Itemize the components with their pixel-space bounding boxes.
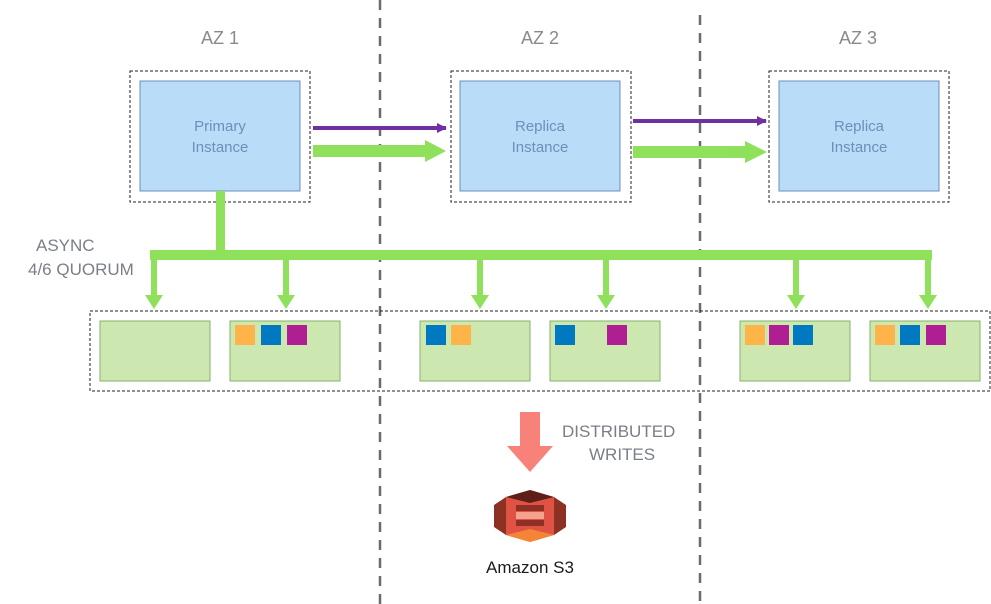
storage-segment-3 (419, 320, 531, 382)
instance-container-3 (768, 70, 950, 203)
distributed-writes-label-1: DISTRIBUTED (562, 422, 675, 441)
az-label-3: AZ 3 (839, 28, 877, 48)
primary-instance-box (139, 80, 301, 192)
replica-instance-label-2a: Replica (834, 118, 885, 135)
replication-arrow-green-1 (313, 140, 446, 162)
data-page-magenta (287, 325, 307, 345)
storage-write-fanout (145, 191, 937, 309)
segment-4-pages (555, 325, 627, 345)
data-page-orange (745, 325, 765, 345)
az-label-1: AZ 1 (201, 28, 239, 48)
quorum-label-line1: ASYNC (36, 236, 95, 255)
data-page-orange (875, 325, 895, 345)
data-page-blue (261, 325, 281, 345)
data-page-blue (793, 325, 813, 345)
data-page-magenta (607, 325, 627, 345)
replica-instance-label-2b: Instance (831, 139, 888, 156)
data-page-orange (451, 325, 471, 345)
primary-instance-label-1: Primary (194, 118, 246, 135)
amazon-s3-label: Amazon S3 (486, 558, 574, 577)
segment-2-pages (235, 325, 307, 345)
distributed-writes-arrow (507, 412, 553, 472)
az-label-2: AZ 2 (521, 28, 559, 48)
segment-6-pages (875, 325, 946, 345)
segment-5-pages (745, 325, 813, 345)
data-page-blue (555, 325, 575, 345)
quorum-label-line2: 4/6 QUORUM (28, 260, 134, 279)
data-page-orange (235, 325, 255, 345)
instance-container-2 (450, 70, 632, 203)
primary-instance-label-2: Instance (192, 139, 249, 156)
replication-arrow-green-2 (633, 141, 767, 163)
storage-segment-4 (549, 320, 661, 382)
data-page-blue (900, 325, 920, 345)
replica-instance-label-1a: Replica (515, 118, 566, 135)
replica-instance-label-1b: Instance (512, 139, 569, 156)
replica-instance-box-2 (778, 80, 940, 192)
replica-instance-box-1 (459, 80, 621, 192)
segment-3-pages (426, 325, 471, 345)
data-page-blue (426, 325, 446, 345)
distributed-writes-label-2: WRITES (589, 445, 655, 464)
storage-volume (89, 310, 991, 392)
storage-segment-1 (99, 320, 211, 382)
data-page-magenta (769, 325, 789, 345)
data-page-magenta (926, 325, 946, 345)
amazon-s3-icon (494, 490, 566, 542)
